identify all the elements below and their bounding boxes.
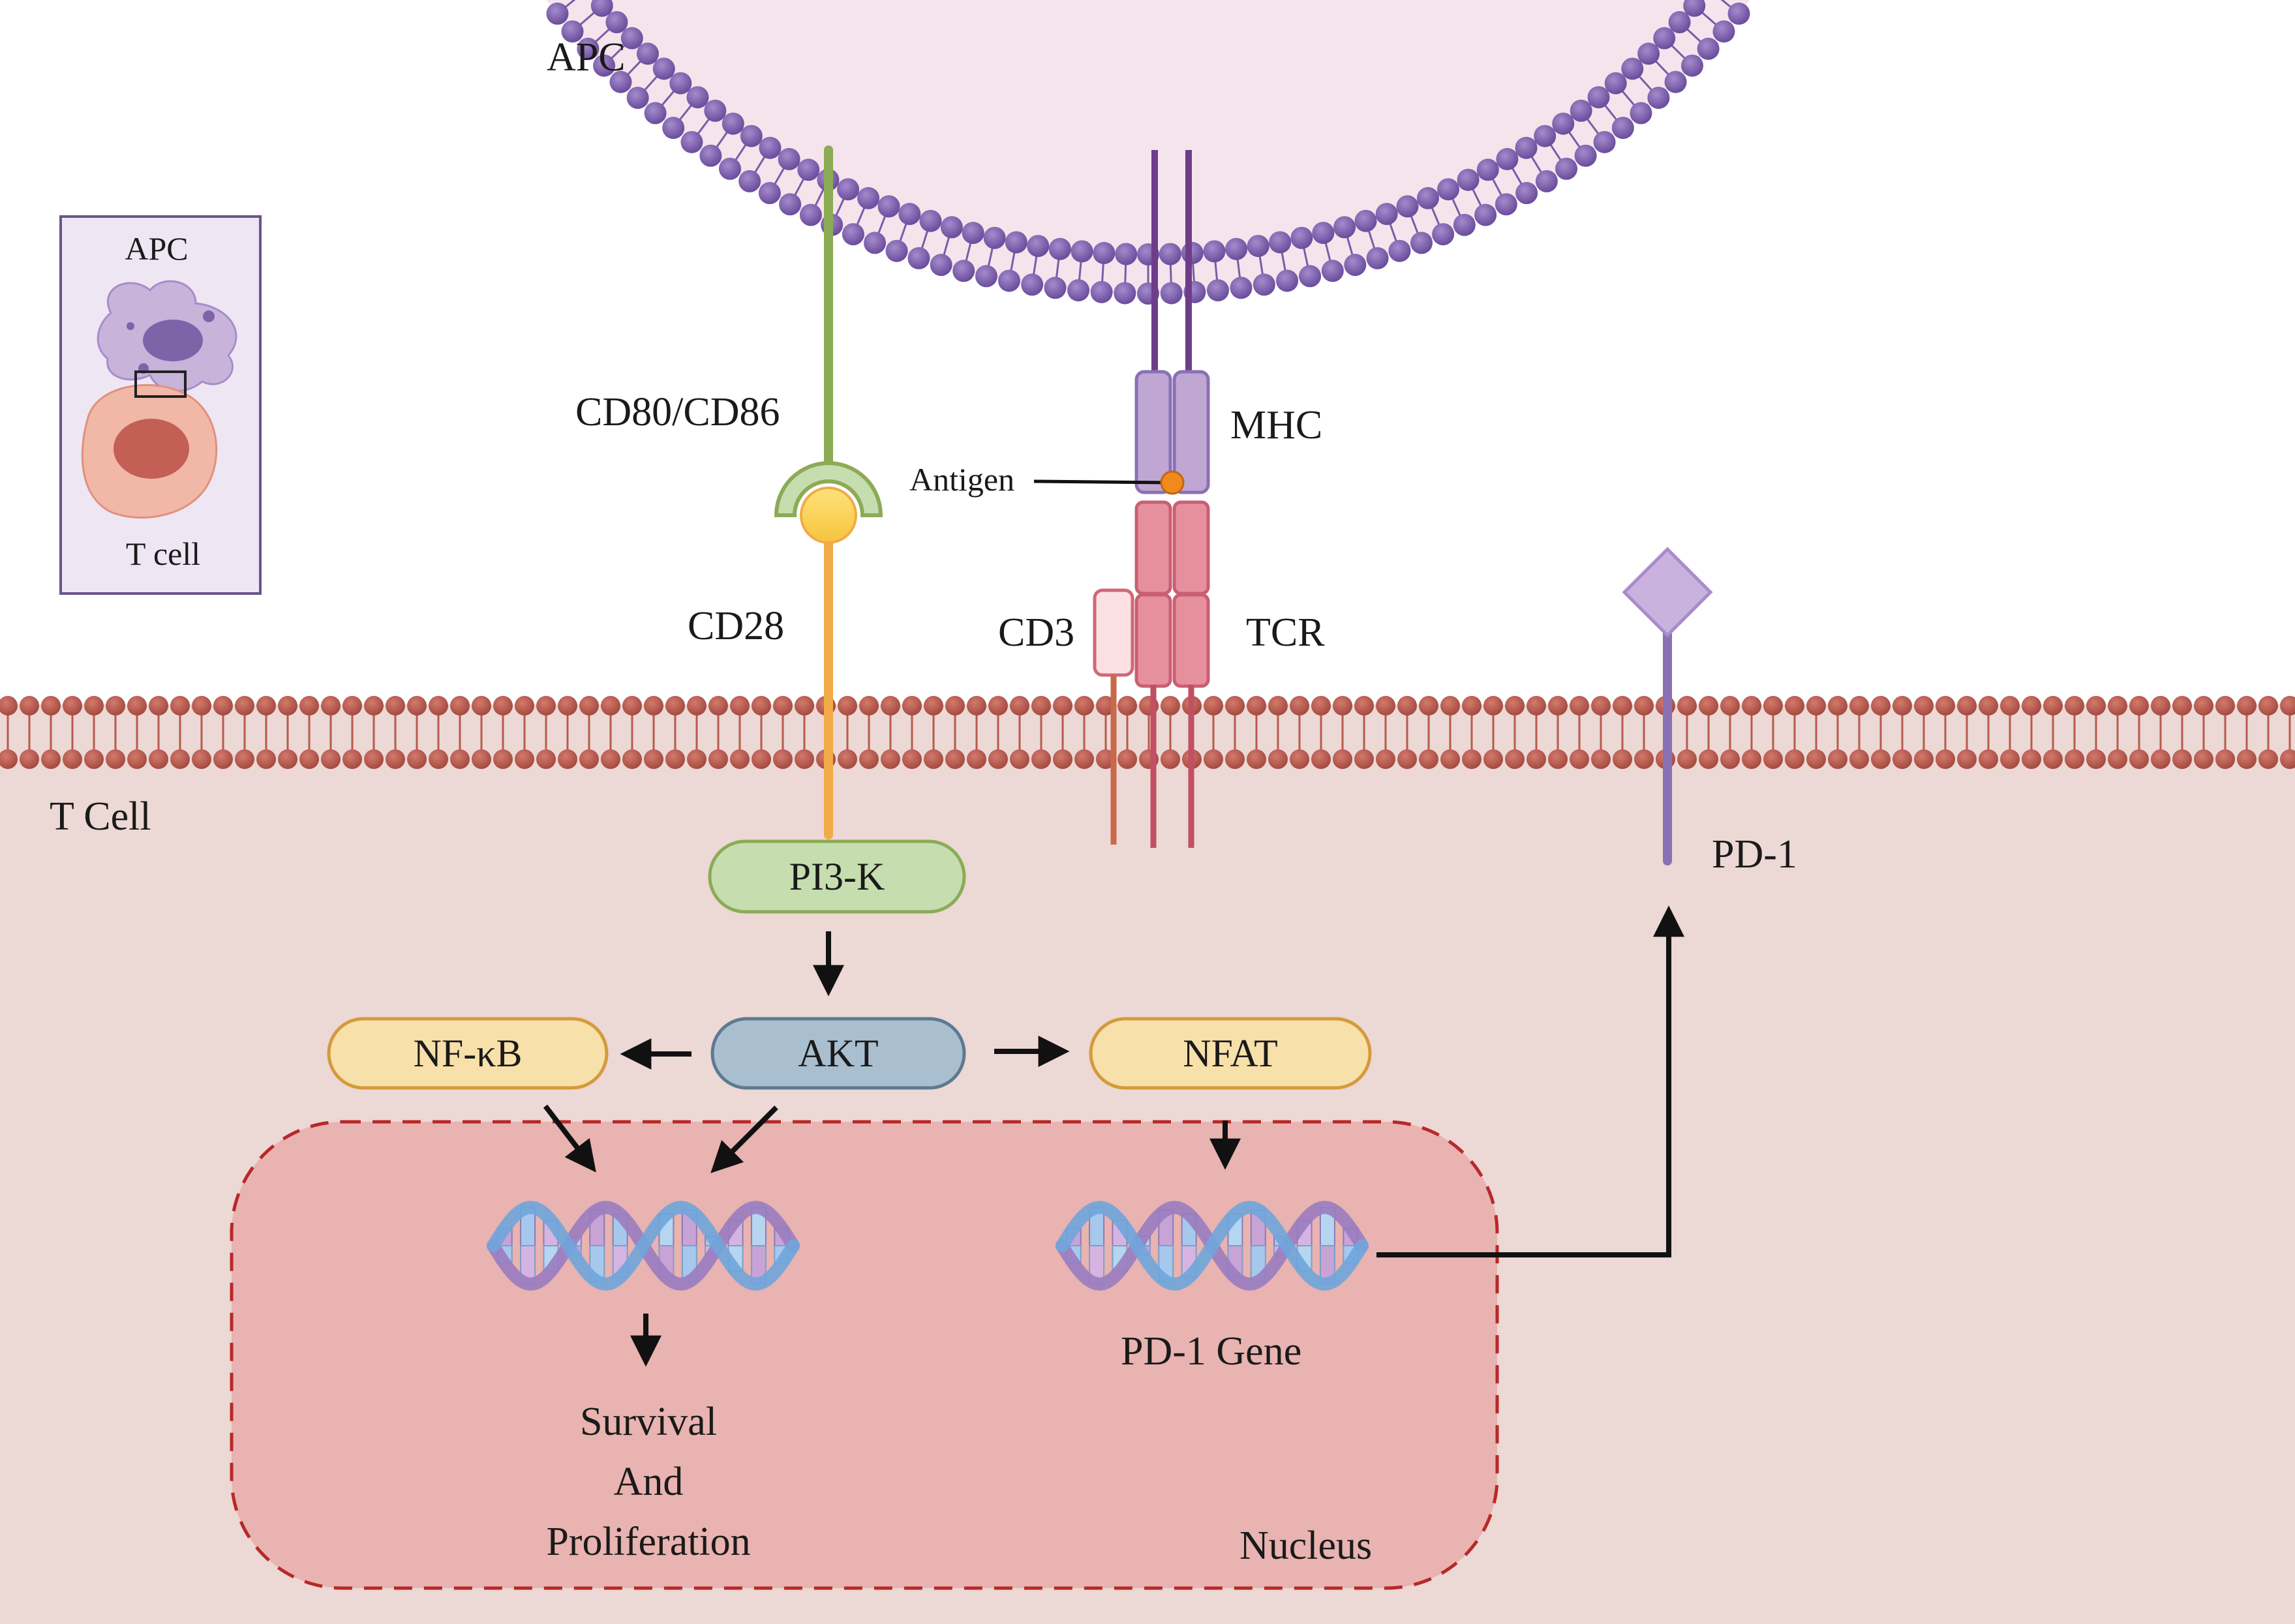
inset-apc-label: APC	[125, 230, 188, 267]
pi3k-label: PI3-K	[789, 855, 885, 898]
cd80-cd86-label: CD80/CD86	[575, 390, 780, 434]
cd28-label: CD28	[688, 604, 784, 648]
pd1-receptor	[1622, 547, 1713, 865]
antigen-label: Antigen	[909, 461, 1014, 498]
inset-tcell-label: T cell	[126, 535, 200, 572]
t-cell-membrane	[0, 696, 2295, 769]
cd3-label: CD3	[998, 610, 1074, 655]
akt-label: AKT	[798, 1032, 878, 1075]
nucleus-label: Nucleus	[1239, 1524, 1372, 1568]
pi3k-node: PI3-K	[708, 839, 966, 914]
inset-focus-box	[134, 370, 187, 398]
cd3-receptor	[1093, 588, 1134, 845]
akt-node: AKT	[710, 1017, 966, 1090]
tcr-label: TCR	[1246, 610, 1325, 655]
dna-helix-pd1-gene	[1056, 1201, 1369, 1291]
pd1-gene-label: PD-1 Gene	[1121, 1329, 1301, 1374]
nfat-label: NFAT	[1183, 1032, 1278, 1075]
nfkb-label: NF-κB	[414, 1032, 523, 1075]
apc-label: APC	[547, 35, 626, 80]
cd28-receptor	[800, 487, 857, 839]
t-cell-label: T Cell	[50, 794, 151, 839]
cd80-cd86-receptor	[774, 145, 883, 517]
inset-panel: APC T cell	[59, 215, 262, 595]
apc-membrane	[546, 0, 1750, 305]
nucleus	[230, 1120, 1499, 1590]
pathway-arrows	[543, 905, 1684, 1367]
dna-helix-survival	[487, 1201, 800, 1291]
outcome-line-1: Survival	[580, 1400, 717, 1444]
mhc-label: MHC	[1230, 403, 1322, 447]
nfkb-node: NF-κB	[327, 1017, 609, 1090]
tcr-complex	[1134, 500, 1210, 848]
mhc-complex	[1134, 150, 1210, 494]
nfat-node: NFAT	[1089, 1017, 1372, 1090]
pd1-label: PD-1	[1712, 832, 1797, 877]
apc-cell-body	[546, 0, 1750, 293]
outcome-line-2: And	[614, 1460, 684, 1504]
outcome-line-3: Proliferation	[546, 1520, 750, 1564]
antigen	[1033, 470, 1185, 495]
